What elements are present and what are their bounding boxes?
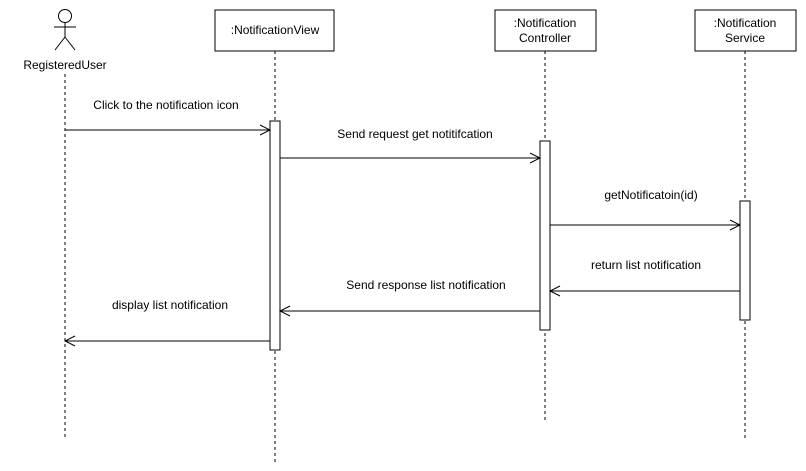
participant-label-line-2: Service bbox=[725, 31, 765, 45]
message-label: return list notification bbox=[591, 258, 701, 272]
actor-left-leg bbox=[54, 36, 66, 51]
activation-bar-service bbox=[739, 200, 751, 321]
participant-box bbox=[694, 9, 797, 52]
actor-label: RegisteredUser bbox=[23, 58, 106, 72]
participant-box bbox=[214, 9, 335, 52]
message-label: getNotificatoin(id) bbox=[604, 188, 697, 202]
participant-label-line-2: Controller bbox=[519, 31, 571, 45]
participant-box bbox=[494, 9, 597, 52]
actor-right-leg bbox=[64, 36, 76, 51]
message-label: display list notification bbox=[112, 298, 228, 312]
message-click-notification-icon: Click to the notification icon bbox=[65, 98, 270, 130]
actor-registered-user: RegisteredUser bbox=[23, 9, 107, 72]
message-send-request: Send request get notitifcation bbox=[280, 127, 540, 158]
participant-label-line-1: :Notification bbox=[714, 16, 777, 30]
activation-bar-controller bbox=[539, 140, 551, 331]
participant-notification-controller: :Notification Controller bbox=[494, 9, 597, 52]
participant-notification-service: :Notification Service bbox=[694, 9, 797, 52]
participant-label-line-1: :Notification bbox=[514, 16, 577, 30]
message-label: Send request get notitifcation bbox=[337, 127, 492, 141]
actor-head bbox=[58, 9, 72, 23]
message-get-notification: getNotificatoin(id) bbox=[550, 188, 740, 225]
message-label: Send response list notification bbox=[346, 278, 505, 292]
message-return-list: return list notification bbox=[550, 258, 740, 291]
participant-notification-view: :NotificationView bbox=[214, 9, 335, 52]
activation-bar-view bbox=[269, 120, 281, 351]
message-send-response: Send response list notification bbox=[280, 278, 540, 311]
participant-label: :NotificationView bbox=[231, 23, 320, 37]
message-display-list: display list notification bbox=[65, 298, 270, 341]
message-label: Click to the notification icon bbox=[93, 98, 238, 112]
